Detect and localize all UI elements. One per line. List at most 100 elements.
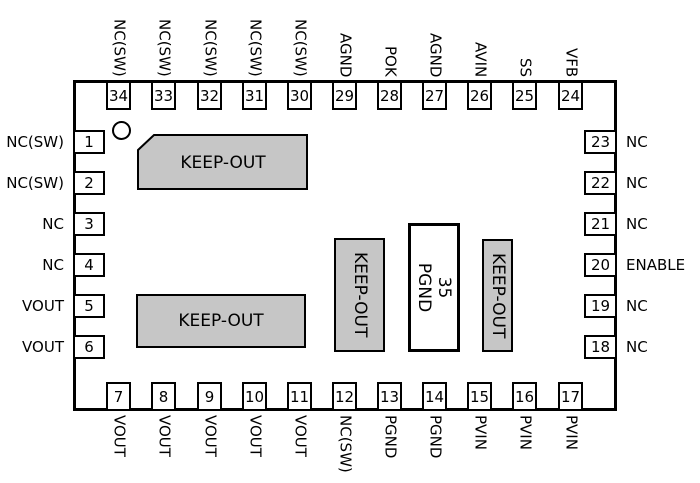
- pin1-indicator-icon: [112, 121, 131, 140]
- pin-9-label: VOUT: [198, 415, 222, 483]
- pin-label-text: POK: [381, 46, 400, 77]
- pin-label-text: VOUT: [291, 415, 310, 457]
- pin-label-text: VOUT: [22, 297, 64, 315]
- pin-label-text: NC(SW): [246, 19, 265, 77]
- pin-14-label: PGND: [423, 415, 447, 483]
- pin-label-text: NC(SW): [110, 19, 129, 77]
- pin-29: 29: [332, 81, 357, 110]
- pin-34-label: NC(SW): [107, 0, 131, 77]
- keepout-label: KEEP-OUT: [350, 252, 370, 338]
- pin-6-label: VOUT: [0, 335, 64, 359]
- pin-19: 19: [584, 294, 617, 318]
- pin-label-text: NC(SW): [336, 415, 355, 473]
- pin-22: 22: [584, 171, 617, 195]
- pin-13-label: PGND: [378, 415, 402, 483]
- pin-label-text: AVIN: [471, 41, 490, 77]
- pin-label-text: VOUT: [110, 415, 129, 457]
- pin-13: 13: [377, 382, 402, 411]
- pin-25-label: SS: [513, 0, 537, 77]
- pin-label-text: AGND: [426, 32, 445, 77]
- pin-4-label: NC: [0, 253, 64, 277]
- keepout-label: KEEP-OUT: [180, 152, 266, 173]
- pin-5-label: VOUT: [0, 294, 64, 318]
- pin-1-label: NC(SW): [0, 130, 64, 154]
- keepout-region-mid-left: KEEP-OUT: [136, 294, 306, 348]
- pin-label-text: NC(SW): [6, 133, 64, 151]
- pin-25: 25: [512, 81, 537, 110]
- thermal-pad-text: 35 PGND: [414, 262, 455, 313]
- pin-17: 17: [558, 382, 583, 411]
- pin-label-text: NC(SW): [155, 19, 174, 77]
- pin-29-label: AGND: [333, 0, 357, 77]
- keepout-label: KEEP-OUT: [488, 252, 508, 339]
- pin-15-label: PVIN: [468, 415, 492, 483]
- pin-18-label: NC: [626, 335, 700, 359]
- pin-label-text: PGND: [426, 415, 445, 459]
- pin-21-label: NC: [626, 212, 700, 236]
- pin-5: 5: [73, 294, 105, 318]
- pin-32: 32: [197, 81, 222, 110]
- pin-30-label: NC(SW): [288, 0, 312, 77]
- pin-label-text: NC: [626, 338, 648, 356]
- pin-1: 1: [73, 130, 105, 154]
- pin-24: 24: [558, 81, 583, 110]
- pin-6: 6: [73, 335, 105, 359]
- pin-2: 2: [73, 171, 105, 195]
- pin-label-text: VOUT: [201, 415, 220, 457]
- pin-28-label: POK: [378, 0, 402, 77]
- pin-23-label: NC: [626, 130, 700, 154]
- pin-label-text: AGND: [336, 32, 355, 77]
- thermal-pad: 35 PGND: [408, 223, 460, 352]
- pin-26: 26: [467, 81, 492, 110]
- pin-8: 8: [151, 382, 176, 411]
- pin-label-text: NC: [626, 297, 648, 315]
- pin-27-label: AGND: [423, 0, 447, 77]
- pin-label-text: NC: [42, 256, 64, 274]
- pin-32-label: NC(SW): [198, 0, 222, 77]
- pin-21: 21: [584, 212, 617, 236]
- keepout-region-top-left: KEEP-OUT: [137, 134, 309, 191]
- pin-10-label: VOUT: [243, 415, 267, 483]
- pin-4: 4: [73, 253, 105, 277]
- pin-label-text: NC: [626, 133, 648, 151]
- pin-label-text: NC(SW): [201, 19, 220, 77]
- pin-label-text: PVIN: [471, 415, 490, 450]
- pin-label-text: NC(SW): [6, 174, 64, 192]
- pin-27: 27: [422, 81, 447, 110]
- pin-24-label: VFB: [559, 0, 583, 77]
- pin-7: 7: [106, 382, 131, 411]
- pin-16: 16: [512, 382, 537, 411]
- pin-18: 18: [584, 335, 617, 359]
- pin-33-label: NC(SW): [152, 0, 176, 77]
- pin-label-text: VFB: [562, 47, 581, 77]
- pin-30: 30: [287, 81, 312, 110]
- thermal-pad-number: 35: [434, 276, 455, 299]
- keepout-chamfer-shape: [137, 134, 308, 190]
- pin-7-label: VOUT: [107, 415, 131, 483]
- pin-9: 9: [197, 382, 222, 411]
- pin-label-text: NC(SW): [291, 19, 310, 77]
- pin-23: 23: [584, 130, 617, 154]
- pin-label-text: VOUT: [155, 415, 174, 457]
- pin-3: 3: [73, 212, 105, 236]
- pin-label-text: VOUT: [22, 338, 64, 356]
- pin-19-label: NC: [626, 294, 700, 318]
- pin-26-label: AVIN: [468, 0, 492, 77]
- pin-label-text: PGND: [381, 415, 400, 459]
- pin-label-text: VOUT: [246, 415, 265, 457]
- keepout-region-center: KEEP-OUT: [334, 238, 385, 352]
- pin-20-label: ENABLE: [626, 253, 700, 277]
- keepout-region-center-right: KEEP-OUT: [482, 239, 513, 352]
- pin-15: 15: [467, 382, 492, 411]
- pin-label-text: NC: [42, 215, 64, 233]
- pin-14: 14: [422, 382, 447, 411]
- pin-11-label: VOUT: [288, 415, 312, 483]
- keepout-label: KEEP-OUT: [178, 311, 264, 331]
- pin-10: 10: [242, 382, 267, 411]
- pin-31-label: NC(SW): [243, 0, 267, 77]
- pin-3-label: NC: [0, 212, 64, 236]
- pin-8-label: VOUT: [152, 415, 176, 483]
- thermal-pad-label: PGND: [415, 262, 436, 313]
- pin-31: 31: [242, 81, 267, 110]
- pin-label-text: PVIN: [516, 415, 535, 450]
